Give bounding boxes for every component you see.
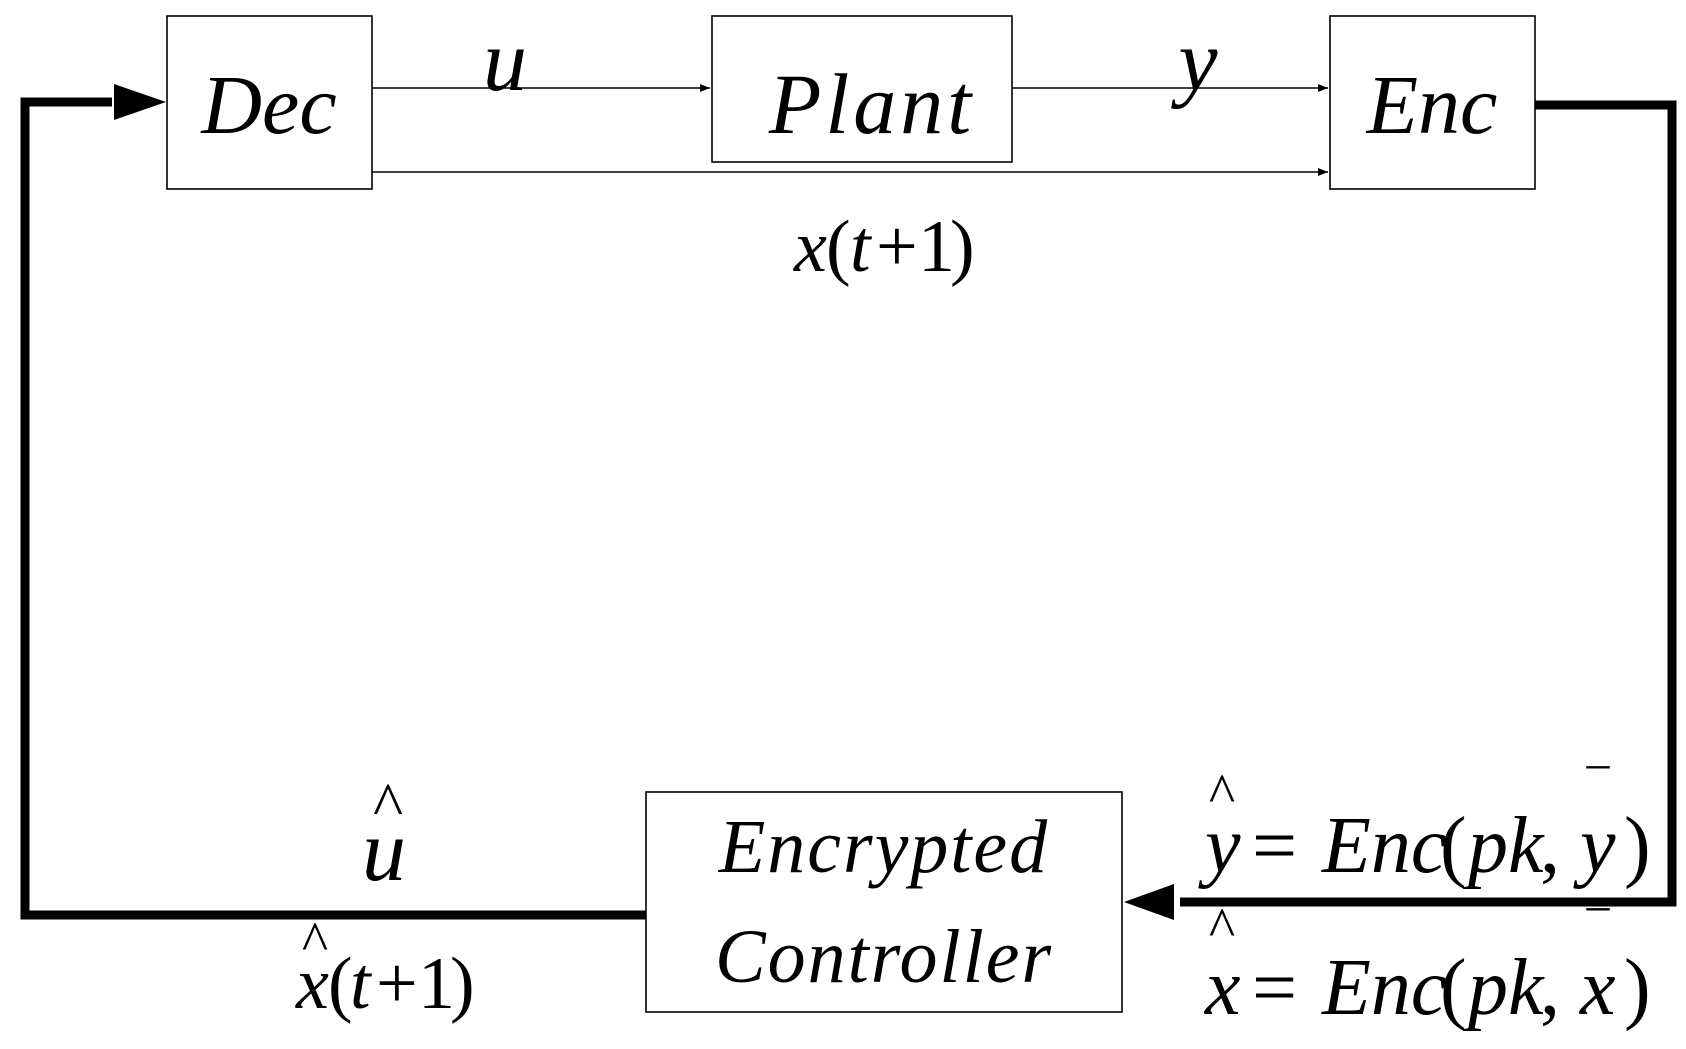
svg-text:,: , (1540, 944, 1560, 1032)
svg-text:y: y (1573, 802, 1616, 890)
svg-text:,: , (1540, 802, 1560, 890)
enc-block-label: Enc (1366, 59, 1498, 152)
y-label: y (1170, 13, 1218, 110)
svg-text:(: ( (1440, 802, 1467, 890)
svg-text:x: x (1204, 944, 1241, 1032)
svg-text:^: ^ (1209, 897, 1235, 959)
dec-block: Dec (166, 15, 373, 190)
svg-text:(: ( (328, 943, 353, 1025)
u-hat-label: ^ u (362, 769, 406, 900)
svg-text:(: ( (1440, 944, 1467, 1032)
svg-text:pk: pk (1463, 802, 1545, 890)
plant-block: Plant (711, 15, 1013, 163)
plant-block-label: Plant (768, 56, 975, 152)
svg-text:u: u (362, 803, 406, 900)
controller-label-line2: Controller (715, 915, 1053, 999)
svg-text:): ) (1624, 802, 1651, 890)
svg-text:): ) (450, 943, 475, 1025)
enc-block: Enc (1329, 15, 1536, 190)
svg-text:=: = (1252, 944, 1297, 1032)
encrypted-output-path (1180, 100, 1677, 907)
x-next-label: x ( t + 1 ) (793, 206, 975, 288)
svg-text:x: x (1579, 944, 1616, 1032)
svg-text:): ) (1624, 944, 1651, 1032)
svg-text:1: 1 (418, 943, 455, 1025)
svg-text:pk: pk (1463, 944, 1545, 1032)
dec-block-label: Dec (200, 59, 336, 152)
svg-text:): ) (950, 206, 975, 288)
y-hat-equation: ^ y = Enc ( pk , ‾ y ) (1198, 761, 1651, 890)
svg-text:Enc: Enc (1321, 802, 1446, 890)
svg-text:^: ^ (302, 911, 328, 973)
svg-text:^: ^ (1209, 763, 1235, 825)
x-hat-equation: ^ x = Enc ( pk , ‾ x ) (1204, 897, 1651, 1032)
svg-text:^: ^ (373, 769, 403, 840)
encrypted-output-arrowhead (1124, 884, 1174, 920)
svg-text:‾: ‾ (1586, 761, 1610, 827)
svg-text:(: ( (826, 206, 851, 288)
controller-label-line1: Encrypted (718, 805, 1049, 889)
svg-text:y: y (1198, 802, 1241, 890)
encrypted-control-arrowhead (114, 84, 166, 120)
svg-text:1: 1 (918, 206, 955, 288)
x-hat-next-label: ^ x ( t + 1 ) (295, 911, 475, 1025)
encrypted-control-path (20, 97, 648, 920)
svg-text:Enc: Enc (1321, 944, 1446, 1032)
svg-text:x: x (295, 943, 329, 1025)
svg-text:=: = (1252, 802, 1297, 890)
encrypted-controller-block: Encrypted Controller (645, 791, 1123, 1013)
svg-text:t: t (350, 943, 373, 1025)
svg-text:x: x (793, 206, 827, 288)
svg-text:‾: ‾ (1586, 903, 1610, 969)
svg-text:t: t (850, 206, 873, 288)
svg-text:+: + (876, 206, 918, 288)
svg-text:+: + (376, 943, 418, 1025)
u-label: u (483, 13, 527, 110)
